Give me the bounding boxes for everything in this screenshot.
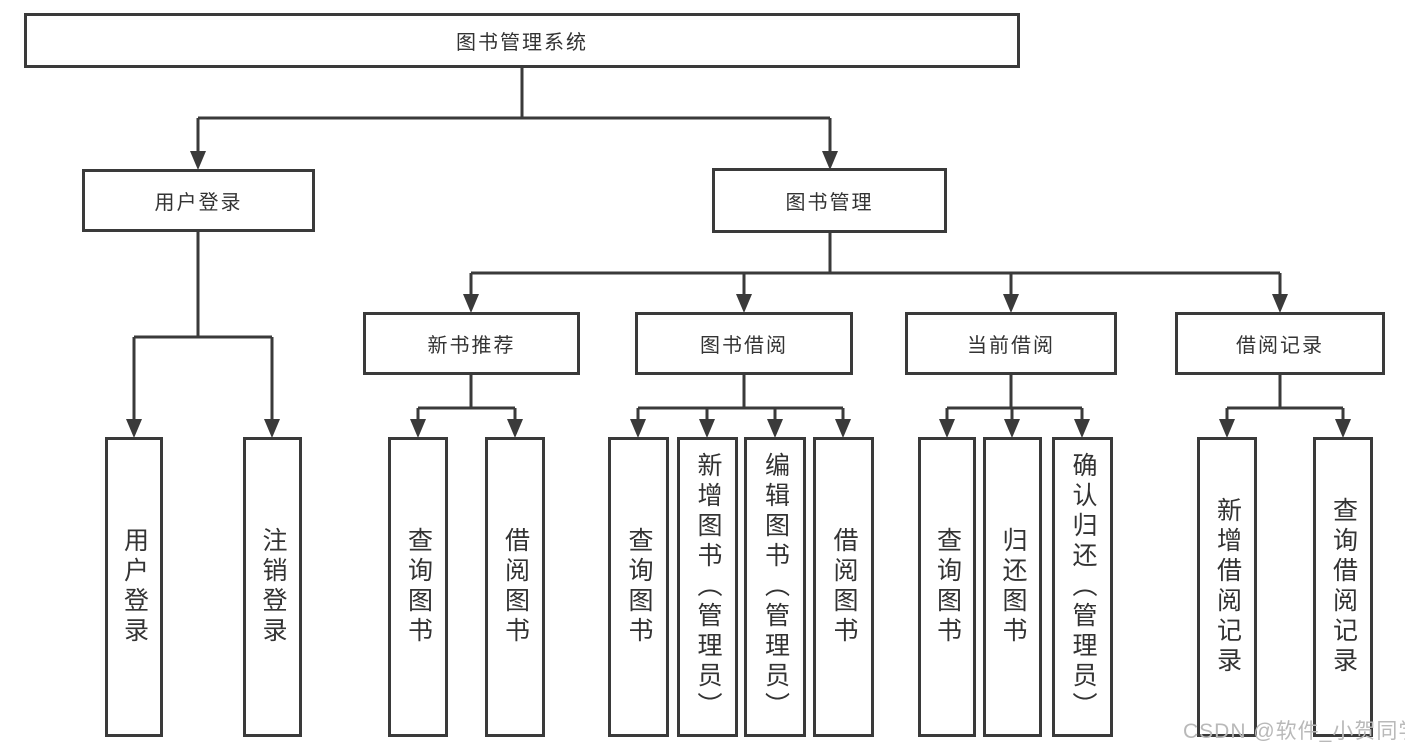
leaf-query-books-3-label: 查询图书 (933, 527, 962, 647)
leaf-return-books-label: 归还图书 (999, 527, 1027, 647)
csdn-watermark: CSDN @软件_小贺同学 (1183, 720, 1405, 743)
leaf-confirm-return-admin-label: 确认归还（管理员） (1069, 452, 1097, 722)
branch-user-login: 用户登录 (82, 169, 315, 232)
leaf-confirm-return-admin: 确认归还（管理员） (1052, 437, 1113, 737)
leaf-logout-label: 注销登录 (259, 527, 287, 647)
group-borrow-records-label: 借阅记录 (1236, 335, 1324, 357)
branch-book-management: 图书管理 (712, 168, 947, 233)
group-book-borrow-label: 图书借阅 (700, 335, 788, 357)
group-new-book-recommend: 新书推荐 (363, 312, 580, 375)
leaf-query-books-1: 查询图书 (388, 437, 448, 737)
leaf-borrow-books-2-label: 借阅图书 (830, 527, 858, 647)
leaf-add-books-admin: 新增图书（管理员） (677, 437, 738, 737)
leaf-add-books-admin-label: 新增图书（管理员） (694, 452, 722, 722)
group-new-book-recommend-label: 新书推荐 (427, 335, 516, 357)
branch-user-login-label: 用户登录 (154, 192, 243, 214)
root-node-system: 图书管理系统 (24, 13, 1020, 68)
leaf-edit-books-admin-label: 编辑图书（管理员） (761, 452, 790, 722)
leaf-user-login-label: 用户登录 (120, 527, 149, 647)
group-current-borrow-label: 当前借阅 (967, 335, 1055, 357)
leaf-query-borrow-record-label: 查询借阅记录 (1329, 497, 1358, 677)
group-book-borrow: 图书借阅 (635, 312, 853, 375)
leaf-edit-books-admin: 编辑图书（管理员） (744, 437, 806, 737)
leaf-borrow-books-1: 借阅图书 (485, 437, 545, 737)
leaf-return-books: 归还图书 (983, 437, 1042, 737)
root-node-label: 图书管理系统 (456, 32, 588, 54)
leaf-add-borrow-record-label: 新增借阅记录 (1213, 497, 1242, 677)
arrowheads (126, 151, 1351, 438)
leaf-query-borrow-record: 查询借阅记录 (1313, 437, 1373, 737)
leaf-user-login: 用户登录 (105, 437, 163, 737)
leaf-add-borrow-record: 新增借阅记录 (1197, 437, 1257, 737)
leaf-query-books-3: 查询图书 (918, 437, 976, 737)
leaf-query-books-2: 查询图书 (608, 437, 669, 737)
leaf-query-books-2-label: 查询图书 (625, 527, 653, 647)
leaf-borrow-books-1-label: 借阅图书 (501, 527, 530, 647)
leaf-logout: 注销登录 (243, 437, 302, 737)
leaf-borrow-books-2: 借阅图书 (813, 437, 874, 737)
group-current-borrow: 当前借阅 (905, 312, 1117, 375)
group-borrow-records: 借阅记录 (1175, 312, 1385, 375)
branch-book-management-label: 图书管理 (785, 192, 874, 214)
leaf-query-books-1-label: 查询图书 (404, 527, 433, 647)
